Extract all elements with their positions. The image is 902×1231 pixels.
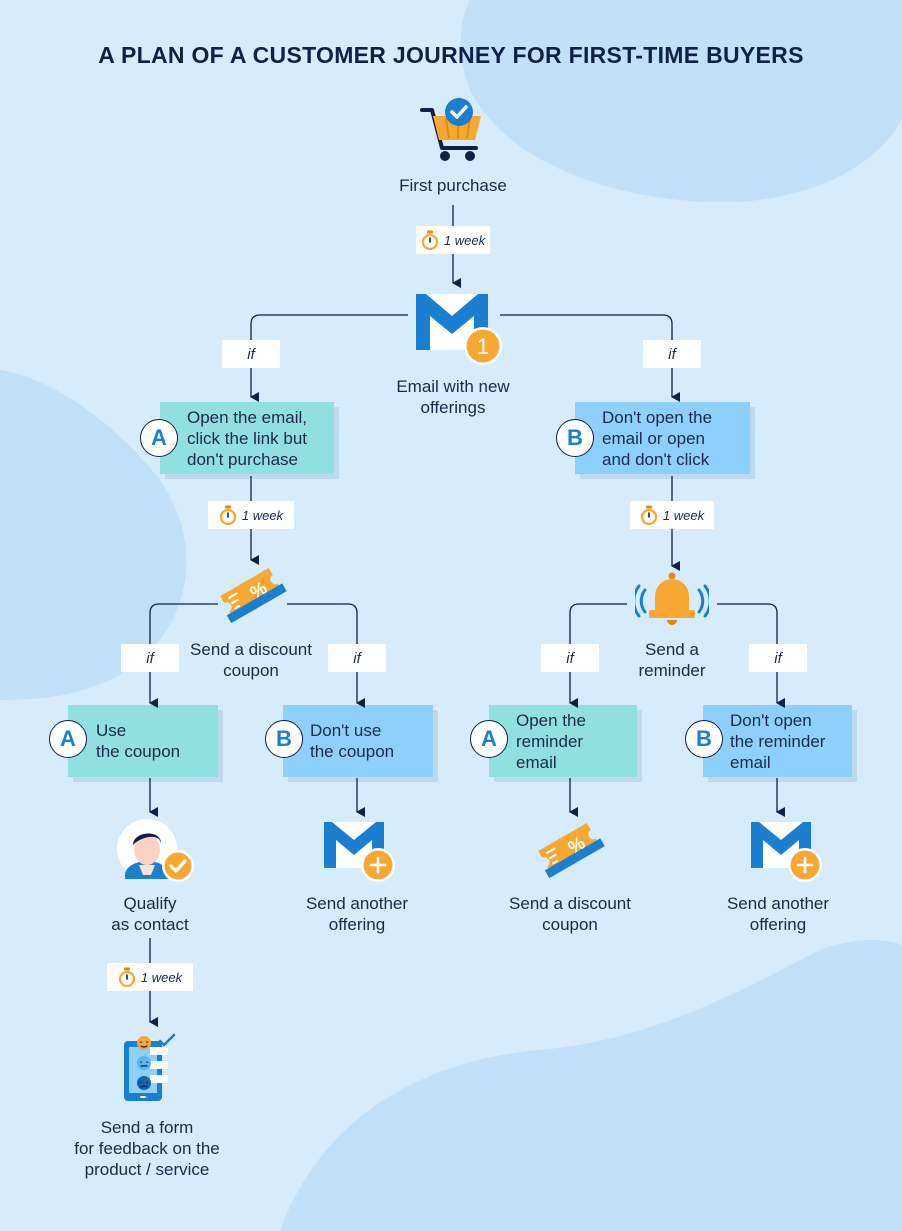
dont-open-reminder-box: Don't open the reminder email — [703, 705, 852, 777]
step-first-purchase: First purchase — [399, 176, 507, 195]
badge-b: B — [556, 419, 594, 457]
wait-label: 1 week — [662, 507, 705, 523]
feedback-phone-icon — [124, 1033, 176, 1101]
use-coupon-label: Use the coupon — [96, 721, 181, 761]
step-send-coupon-2: Send a discount coupon — [509, 894, 631, 934]
branch-b-label: Don't open the email or open and don't c… — [602, 407, 713, 469]
person-check-icon — [117, 819, 194, 882]
email-badge-number: 1 — [477, 334, 489, 359]
coupon-icon: % — [220, 568, 287, 624]
condition-if-left: if — [222, 340, 280, 368]
condition-if: if — [328, 644, 386, 672]
dont-use-coupon-label: Don't use the coupon — [310, 721, 395, 761]
wait-tag-1week: 1 week — [416, 226, 490, 254]
stopwatch-icon — [118, 967, 136, 987]
email-plus-icon — [751, 822, 822, 882]
badge-a: A — [49, 720, 87, 758]
badge-a: A — [140, 419, 178, 457]
badge-a: A — [470, 720, 508, 758]
branch-a-label: Open the email, click the link but don't… — [187, 407, 308, 469]
branch-a-open-email-box: Open the email, click the link but don't… — [160, 402, 334, 474]
wait-tag-1week: 1 week — [208, 501, 294, 529]
step-email-offerings: Email with new offerings — [396, 377, 510, 417]
page-title: A PLAN OF A CUSTOMER JOURNEY FOR FIRST-T… — [98, 42, 804, 68]
shopping-cart-check-icon — [420, 98, 481, 161]
email-plus-icon — [324, 822, 395, 882]
email-icon: 1 — [416, 294, 502, 365]
condition-if: if — [121, 644, 179, 672]
wait-label: 1 week — [241, 507, 284, 523]
step-reminder: Send a reminder — [638, 640, 706, 680]
dont-open-reminder-label: Don't open the reminder email — [730, 710, 826, 772]
wait-label: 1 week — [443, 232, 486, 248]
coupon-icon: % — [538, 823, 605, 879]
wait-tag-1week: 1 week — [630, 501, 714, 529]
wait-tag-1week: 1 week — [107, 963, 193, 991]
condition-if: if — [541, 644, 599, 672]
open-reminder-box: Open the reminder email — [489, 705, 637, 777]
bell-icon — [635, 572, 709, 625]
step-qualify-contact: Qualify as contact — [111, 894, 189, 934]
badge-b: B — [265, 720, 303, 758]
step-discount-coupon: Send a discount coupon — [190, 640, 312, 680]
branch-b-no-open-box: Don't open the email or open and don't c… — [575, 402, 750, 474]
step-send-offering-1: Send another offering — [305, 894, 409, 934]
step-send-offering-2: Send another offering — [726, 894, 830, 934]
condition-if-right: if — [643, 340, 701, 368]
open-reminder-label: Open the reminder email — [516, 710, 586, 772]
dont-use-coupon-box: Don't use the coupon — [283, 705, 433, 777]
stopwatch-icon — [421, 230, 439, 250]
badge-b: B — [685, 720, 723, 758]
stopwatch-icon — [640, 505, 658, 525]
stopwatch-icon — [219, 505, 237, 525]
step-feedback-form: Send a form for feedback on the product … — [74, 1118, 220, 1179]
wait-label: 1 week — [140, 969, 183, 985]
use-coupon-box: Use the coupon — [68, 705, 218, 777]
condition-if: if — [749, 644, 807, 672]
